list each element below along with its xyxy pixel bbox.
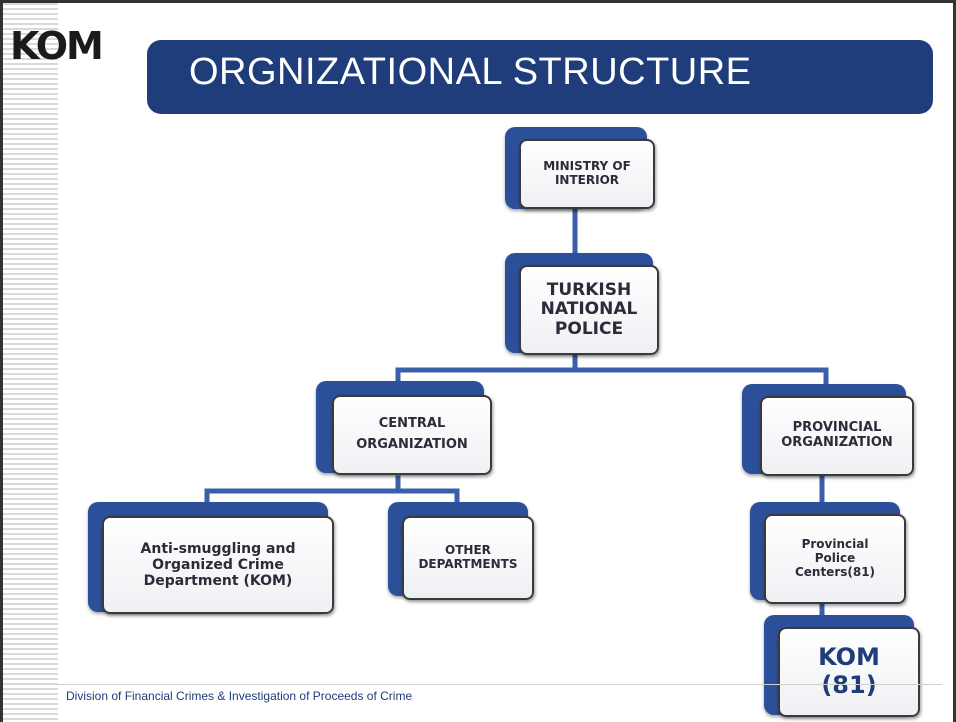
- node-central-organization: CENTRAL ORGANIZATION: [316, 381, 492, 479]
- node-turkish-national-police: TURKISH NATIONAL POLICE: [505, 253, 661, 359]
- frame-border-left: [0, 0, 3, 722]
- node-label: MINISTRY OF INTERIOR: [519, 139, 655, 209]
- footer-divider: [58, 684, 942, 685]
- node-provincial-organization: PROVINCIAL ORGANIZATION: [742, 384, 914, 480]
- frame-border-top: [0, 0, 956, 3]
- node-other-departments: OTHER DEPARTMENTS: [388, 502, 536, 602]
- left-stripe-decoration: [0, 0, 58, 722]
- slide-title: ORGNIZATIONAL STRUCTURE: [189, 51, 752, 93]
- node-label: KOM (81): [778, 627, 920, 717]
- kom-logo: KOM: [10, 24, 104, 68]
- node-kom-department: Anti-smuggling and Organized Crime Depar…: [88, 502, 336, 620]
- footer-text: Division of Financial Crimes & Investiga…: [66, 689, 413, 703]
- node-provincial-police-centers: Provincial Police Centers(81): [750, 502, 908, 606]
- node-ministry-of-interior: MINISTRY OF INTERIOR: [505, 127, 655, 213]
- node-label: CENTRAL ORGANIZATION: [332, 395, 492, 475]
- node-kom-81: KOM (81): [764, 615, 922, 719]
- node-label: PROVINCIAL ORGANIZATION: [760, 396, 914, 476]
- node-label: OTHER DEPARTMENTS: [402, 516, 534, 600]
- title-bar: ORGNIZATIONAL STRUCTURE: [147, 40, 933, 114]
- node-label: TURKISH NATIONAL POLICE: [519, 265, 659, 355]
- node-label: Provincial Police Centers(81): [764, 514, 906, 604]
- node-label: Anti-smuggling and Organized Crime Depar…: [102, 516, 334, 614]
- frame-border-right: [953, 0, 956, 722]
